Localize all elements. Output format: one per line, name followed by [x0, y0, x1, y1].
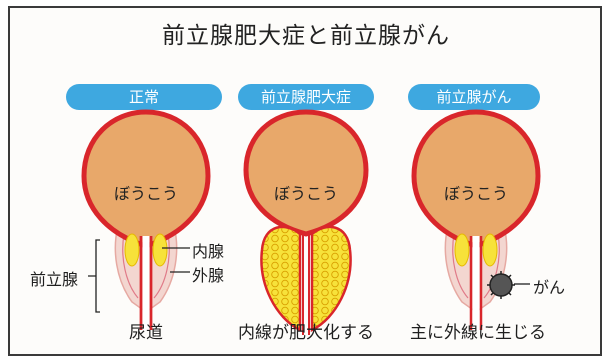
outer-gland-line [452, 233, 469, 299]
cancer-prostate [411, 109, 541, 330]
bladder-shape [411, 109, 541, 249]
bph-prostate [243, 109, 369, 335]
outer-gland-label: 外腺 [192, 266, 225, 285]
caption-cancer: 主に外線に生じる [410, 323, 546, 343]
tumor [487, 271, 515, 299]
caption-bph: 内線が肥大化する [238, 323, 374, 343]
inner-gland [124, 233, 140, 267]
bladder-label-normal: ぼうこう [114, 184, 179, 203]
inner-gland [454, 233, 470, 267]
bladder-shape [243, 109, 369, 237]
enlarged-lobe-left [260, 225, 302, 333]
panel-normal-pill: 正常 [66, 84, 222, 110]
inner-gland [152, 233, 168, 267]
diagram-title: 前立腺肥大症と前立腺がん [162, 23, 450, 49]
prostate-bracket [88, 239, 100, 313]
enlarged-lobe-right [310, 225, 352, 333]
cancer-label: がん [533, 278, 566, 297]
outer-gland-line [483, 233, 500, 299]
caption-normal: 尿道 [129, 323, 163, 343]
bladder-shape [81, 109, 211, 249]
panel-bph-pill: 前立腺肥大症 [238, 84, 374, 110]
inner-gland [482, 233, 498, 267]
panel-cancer-pill: 前立腺がん [408, 84, 540, 110]
bladder-label-cancer: ぼうこう [444, 184, 509, 203]
urethra [469, 236, 483, 330]
inner-gland-label: 内腺 [192, 242, 225, 261]
outer-gland-line [122, 233, 139, 299]
bladder-label-bph: ぼうこう [274, 184, 339, 203]
outer-gland-line [153, 233, 170, 299]
prostate-label: 前立腺 [30, 270, 79, 289]
normal-prostate [81, 109, 211, 330]
urethra [302, 232, 310, 335]
